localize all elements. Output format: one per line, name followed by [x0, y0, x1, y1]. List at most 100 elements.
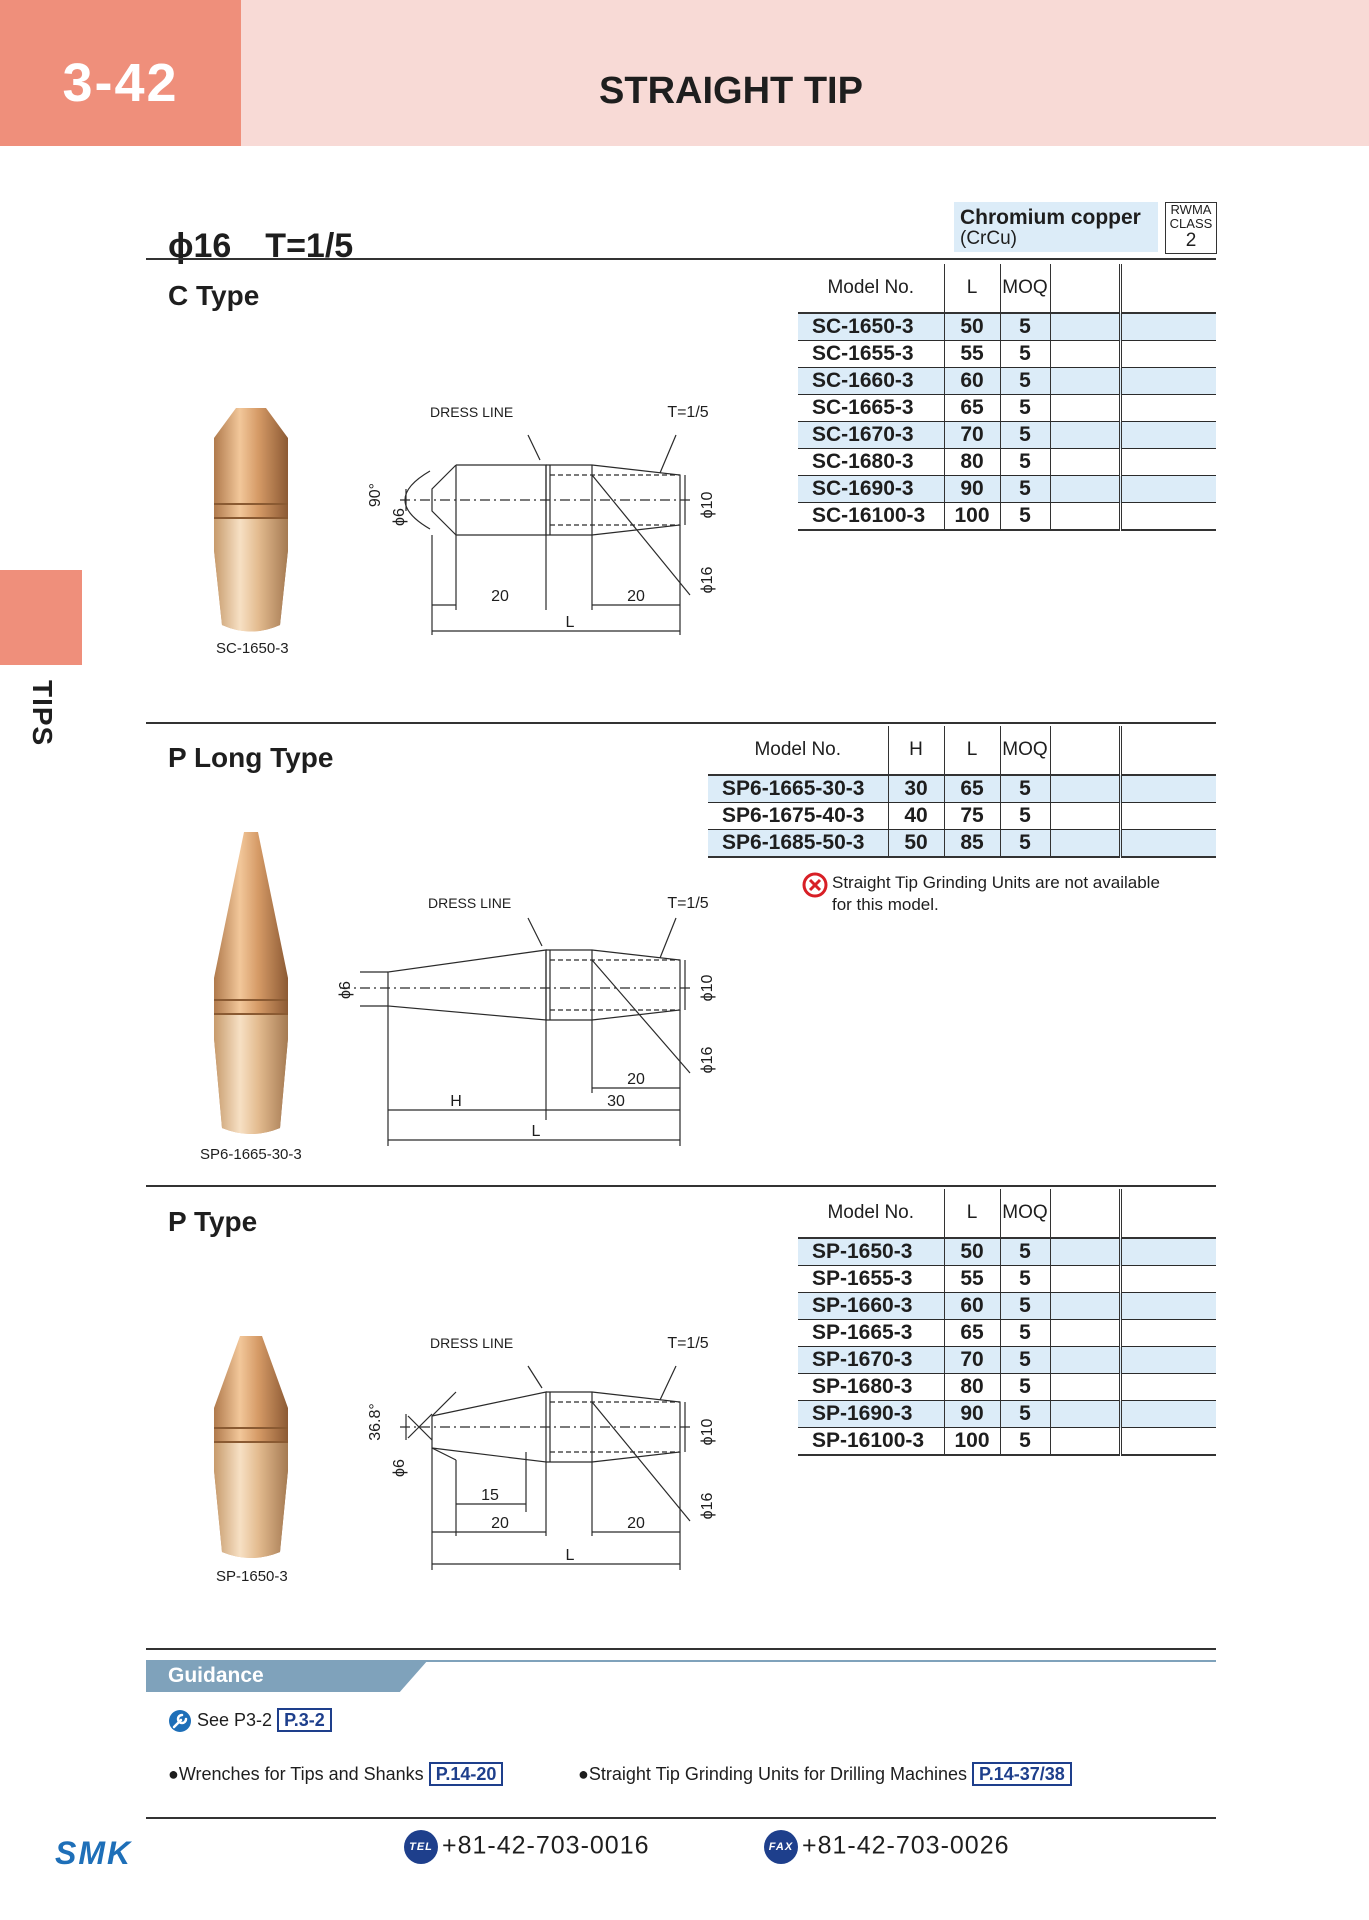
footer-rule	[146, 1817, 1216, 1819]
note-line-1: Straight Tip Grinding Units are not avai…	[832, 873, 1160, 892]
rwma-class-box: RWMA CLASS 2	[1165, 202, 1217, 254]
wrenches-text: ●Wrenches for Tips and Shanks	[168, 1764, 424, 1784]
col-moq: MOQ	[1000, 264, 1051, 313]
section-rule	[146, 722, 1216, 724]
c-len-total-label: L	[566, 614, 575, 631]
page-number: 3-42	[62, 53, 179, 113]
guidance-item-grinding: ●Straight Tip Grinding Units for Drillin…	[578, 1762, 1072, 1786]
pl-len-total-label: L	[532, 1123, 541, 1140]
svg-text:SMK: SMK	[55, 1836, 133, 1868]
p-long-type-caption: SP6-1665-30-3	[200, 1146, 302, 1163]
c-dress-line-label: DRESS LINE	[430, 405, 513, 420]
col-moq: MOQ	[1000, 726, 1051, 775]
c-type-tip-photo	[214, 408, 288, 632]
pl-taper-label: T=1/5	[667, 895, 708, 912]
col-model: Model No.	[798, 1189, 945, 1238]
col-model: Model No.	[798, 264, 945, 313]
grinding-text: ●Straight Tip Grinding Units for Drillin…	[578, 1764, 968, 1784]
section-rule	[146, 1648, 1216, 1650]
not-available-icon	[802, 872, 828, 898]
see-ref-link[interactable]: P.3-2	[277, 1708, 332, 1732]
pl-len-h-label: H	[450, 1093, 462, 1110]
p-len1-label: 20	[491, 1515, 509, 1532]
tel-number: TEL+81-42-703-0016	[404, 1830, 650, 1864]
p-long-type-drawing: DRESS LINE T=1/5 ϕ6 ϕ10 ϕ16 20 H 30 L	[337, 895, 716, 1146]
p-dia-tip-label: ϕ6	[391, 1459, 408, 1477]
grinding-ref-link[interactable]: P.14-37/38	[972, 1762, 1072, 1786]
page-number-box	[0, 0, 241, 146]
tel-icon: TEL	[404, 1830, 438, 1864]
c-dia-mid-label: ϕ10	[699, 492, 716, 519]
c-dia-tip-label: ϕ6	[391, 508, 408, 526]
note-line-2: for this model.	[832, 895, 939, 914]
section-rule	[146, 1185, 1216, 1187]
not-available-note: Straight Tip Grinding Units are not avai…	[832, 872, 1160, 916]
p-long-type-title: P Long Type	[168, 742, 334, 773]
p-type-title: P Type	[168, 1206, 258, 1237]
col-l: L	[944, 726, 1001, 775]
side-tab-label: TIPS	[27, 680, 58, 747]
p-type-drawing: DRESS LINE T=1/5 36.8° ϕ6 ϕ10 ϕ16 15 20 …	[367, 1336, 716, 1570]
guidance-line	[146, 1660, 1216, 1662]
c-len1-label: 20	[491, 588, 509, 605]
p-len-total-label: L	[566, 1547, 575, 1564]
pl-dia-tip-label: ϕ6	[337, 981, 354, 999]
top-rule	[146, 258, 1216, 260]
c-angle-label: 90°	[367, 483, 384, 507]
pl-len30-label: 30	[607, 1093, 625, 1110]
col-l: L	[944, 264, 1001, 313]
p-long-type-tip-photo	[214, 832, 288, 1134]
c-type-title: C Type	[168, 280, 260, 311]
smk-logo: SMK	[55, 1836, 133, 1868]
col-moq: MOQ	[1000, 1189, 1051, 1238]
fax-icon: FAX	[764, 1830, 798, 1864]
tel-text: +81-42-703-0016	[442, 1831, 650, 1860]
p-dress-line-label: DRESS LINE	[430, 1336, 513, 1351]
side-tab[interactable]	[0, 570, 82, 665]
p-len2-label: 20	[627, 1515, 645, 1532]
wrenches-ref-link[interactable]: P.14-20	[428, 1762, 504, 1786]
rwma-label: RWMA	[1170, 202, 1212, 217]
c-type-caption: SC-1650-3	[216, 640, 289, 657]
c-len2-label: 20	[627, 588, 645, 605]
pl-dia-mid-label: ϕ10	[699, 975, 716, 1002]
p-angle-label: 36.8°	[367, 1403, 384, 1441]
p-len15-label: 15	[481, 1487, 499, 1504]
rwma-class-label: CLASS	[1169, 216, 1213, 231]
p-dia-body-label: ϕ16	[699, 1493, 716, 1520]
wrench-icon	[169, 1710, 191, 1733]
material-box	[954, 202, 1158, 252]
fax-text: +81-42-703-0026	[802, 1831, 1010, 1860]
c-taper-label: T=1/5	[667, 405, 708, 421]
p-type-caption: SP-1650-3	[216, 1568, 288, 1585]
guidance-item-wrenches: ●Wrenches for Tips and Shanks P.14-20	[168, 1762, 504, 1786]
fax-number: FAX+81-42-703-0026	[764, 1830, 1010, 1864]
material-name: Chromium copper	[960, 206, 1141, 229]
p-type-tip-photo	[214, 1336, 288, 1558]
material-abbr: (CrCu)	[960, 228, 1017, 249]
page-title: STRAIGHT TIP	[599, 70, 863, 112]
pl-dress-line-label: DRESS LINE	[428, 895, 511, 911]
col-model: Model No.	[708, 726, 889, 775]
col-h: H	[888, 726, 945, 775]
